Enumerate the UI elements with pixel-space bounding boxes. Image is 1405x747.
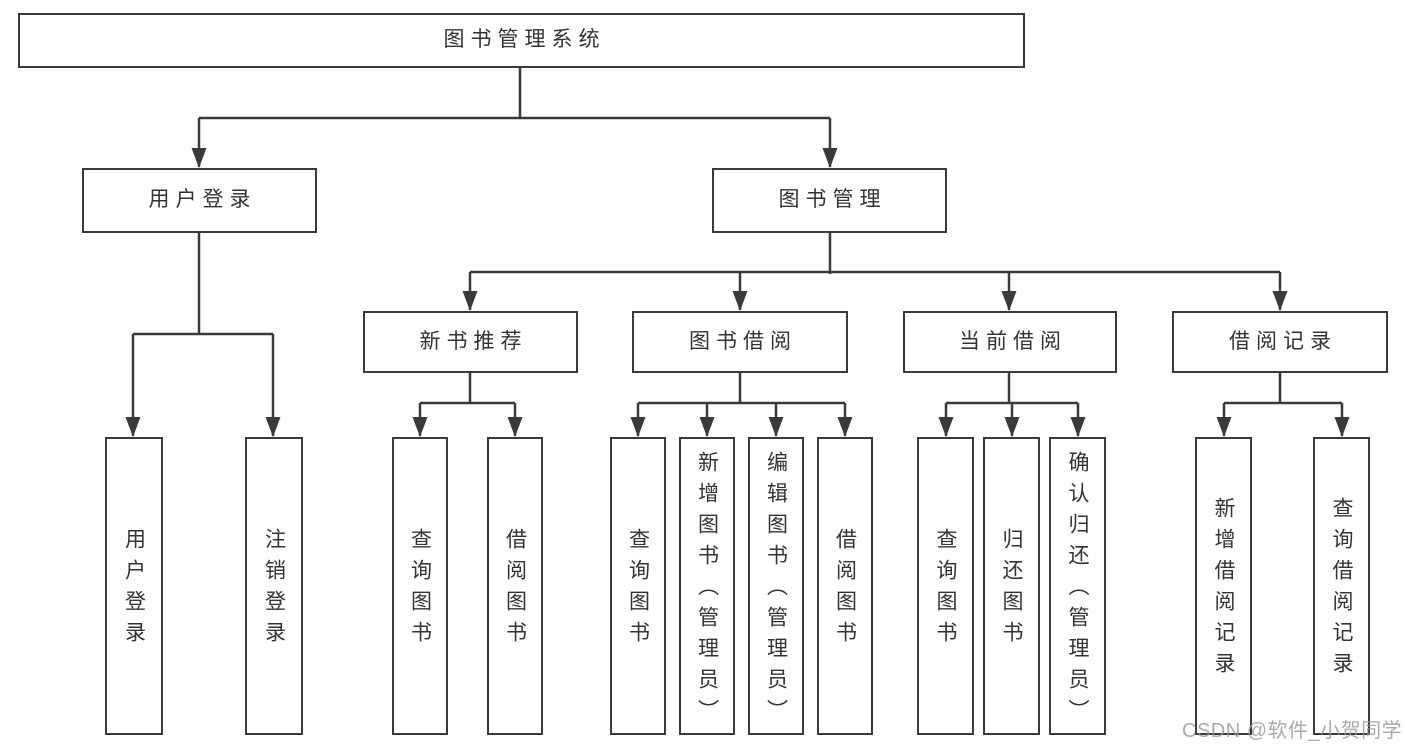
leaf-user-login: 用户登录	[105, 437, 163, 735]
leaf-query-borrow-record: 查询借阅记录	[1313, 437, 1370, 735]
node-book-borrowing: 图书借阅	[632, 311, 848, 373]
leaf-logout: 注销登录	[245, 437, 303, 735]
node-user-login: 用户登录	[82, 168, 317, 233]
node-current-borrowing: 当前借阅	[903, 311, 1117, 373]
leaf-edit-book-admin: 编辑图书（管理员）	[748, 437, 804, 735]
leaf-query-books-borrowing: 查询图书	[610, 437, 666, 735]
leaf-query-books-recommend: 查询图书	[392, 437, 448, 735]
leaf-borrow-books-recommend: 借阅图书	[487, 437, 543, 735]
node-book-management: 图书管理	[712, 168, 947, 233]
watermark: CSDN @软件_小贺同学	[1182, 720, 1403, 742]
node-library-system: 图书管理系统	[18, 13, 1025, 68]
leaf-add-book-admin: 新增图书（管理员）	[679, 437, 735, 735]
node-borrow-records: 借阅记录	[1172, 311, 1388, 373]
leaf-borrow-books-borrowing: 借阅图书	[817, 437, 873, 735]
leaf-add-borrow-record: 新增借阅记录	[1195, 437, 1252, 735]
leaf-confirm-return-admin: 确认归还（管理员）	[1049, 437, 1106, 735]
leaf-return-books: 归还图书	[983, 437, 1040, 735]
leaf-query-books-current: 查询图书	[917, 437, 974, 735]
node-new-book-recommend: 新书推荐	[363, 311, 578, 373]
